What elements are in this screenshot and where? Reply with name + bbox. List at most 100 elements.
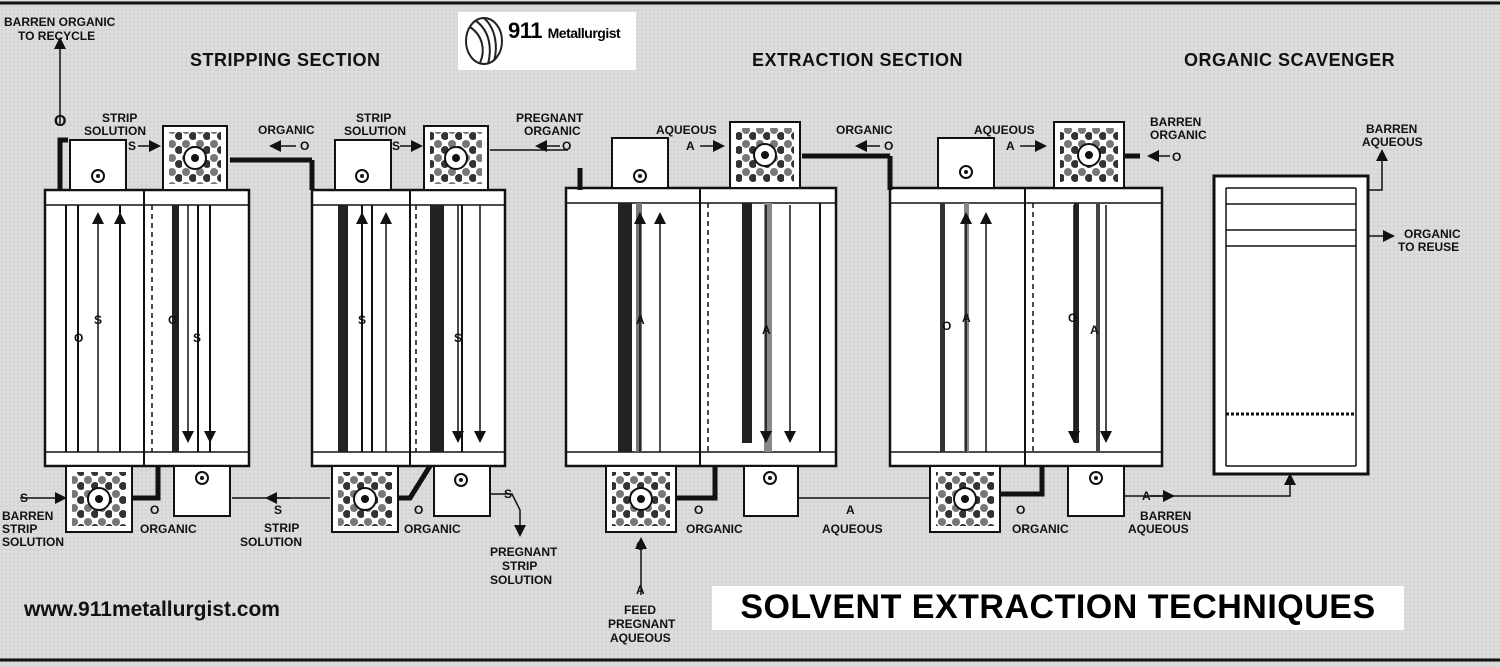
flow-letter-a-b2: A [1142, 489, 1151, 503]
flow-letter-o-t4b: O [1068, 311, 1077, 325]
flow-letter-a-t4b: A [1090, 323, 1099, 337]
organic-to-reuse-label-a: ORGANIC [1404, 227, 1461, 241]
logo-text: 911 Metallurgist [508, 18, 621, 44]
flow-letter-a-feed: A [636, 583, 645, 597]
flow-letter-s-t2b: S [454, 331, 462, 345]
unit-4-bottom-box-plain [1067, 465, 1125, 517]
small-flow-arrows [138, 140, 1175, 504]
organic-b3-label: ORGANIC [686, 522, 743, 536]
flow-letter-o-b1: O [150, 503, 159, 517]
flow-letter-o-b3: O [694, 503, 703, 517]
barren-organic-to-recycle-label-1: BARREN ORGANIC [4, 15, 116, 29]
flow-letter-o-b2: O [414, 503, 423, 517]
barren-organic-label-a: BARREN [1150, 115, 1201, 129]
flow-letter-s-1: S [128, 139, 136, 153]
barren-strip-solution-label-a: BARREN [2, 509, 53, 523]
website-url: www.911metallurgist.com [24, 598, 280, 621]
unit-2-top-mixer [423, 125, 489, 191]
flow-letter-o-3: O [884, 139, 893, 153]
aqueous-b-label: AQUEOUS [822, 522, 883, 536]
flow-letter-o-4: O [1172, 150, 1181, 164]
unit-3-bottom-box-plain [743, 465, 799, 517]
strip-solution-2-label-a: STRIP [356, 111, 391, 125]
unit-4-bottom-mixer [929, 465, 1001, 533]
aqueous-2-label: AQUEOUS [974, 123, 1035, 137]
strip-solution-1-label-b: SOLUTION [84, 124, 146, 138]
barren-aqueous-b-label-b: AQUEOUS [1128, 522, 1189, 536]
flow-letter-a-t3: A [636, 313, 645, 327]
flow-letter-o-1: O [300, 139, 309, 153]
unit-1-top-mixer [162, 125, 228, 191]
flow-letter-o-2: O [562, 139, 571, 153]
unit-1-bottom-mixer [65, 465, 133, 533]
flow-letter-a-1: A [686, 139, 695, 153]
barren-organic-to-recycle-label-2: TO RECYCLE [18, 29, 95, 43]
organic-b4-label: ORGANIC [1012, 522, 1069, 536]
unit-2-top-box-plain [334, 139, 392, 191]
flow-letter-o-feed: O [636, 539, 645, 553]
strip-solution-b-label-b: SOLUTION [240, 535, 302, 549]
unit-3-bottom-mixer [605, 465, 677, 533]
flow-letter-a-t4: A [962, 311, 971, 325]
flow-pipes [20, 37, 1395, 595]
barren-organic-label-b: ORGANIC [1150, 128, 1207, 142]
feed-pregnant-aqueous-label-a: FEED [624, 603, 656, 617]
feed-pregnant-aqueous-label-b: PREGNANT [608, 617, 676, 631]
flow-letter-s-t1b: S [193, 331, 201, 345]
feed-pregnant-aqueous-label-c: AQUEOUS [610, 631, 671, 645]
flow-letter-o-t4: O [942, 319, 951, 333]
stripping-unit-2 [310, 188, 507, 468]
organic-b2-label: ORGANIC [404, 522, 461, 536]
unit-3-top-mixer [729, 121, 801, 189]
pregnant-strip-solution-label-c: SOLUTION [490, 573, 552, 587]
barren-strip-solution-label-c: SOLUTION [2, 535, 64, 549]
organic-to-reuse-label-b: TO REUSE [1398, 240, 1459, 254]
unit-2-bottom-box-plain [433, 465, 491, 517]
flow-letter-o-recycle: O [54, 113, 66, 130]
extraction-section-heading: EXTRACTION SECTION [752, 50, 963, 70]
barren-aqueous-top-label-b: AQUEOUS [1362, 135, 1423, 149]
title-banner: SOLVENT EXTRACTION TECHNIQUES [712, 586, 1404, 630]
diagram-title: SOLVENT EXTRACTION TECHNIQUES [740, 588, 1376, 626]
flow-letter-s-t2: S [358, 313, 366, 327]
barren-strip-solution-label-b: STRIP [2, 522, 37, 536]
site-logo: 911 Metallurgist [458, 12, 636, 70]
organic-b1-label: ORGANIC [140, 522, 197, 536]
logo-name: Metallurgist [547, 25, 621, 41]
organic-scavenger-heading: ORGANIC SCAVENGER [1184, 50, 1395, 70]
flow-letter-o-b4: O [1016, 503, 1025, 517]
strip-solution-1-label-a: STRIP [102, 111, 137, 125]
globe-logo-icon [465, 17, 503, 65]
flow-letter-s-t1: S [94, 313, 102, 327]
barren-aqueous-top-label-a: BARREN [1366, 122, 1417, 136]
extraction-unit-1 [564, 186, 838, 468]
pregnant-strip-solution-label-b: STRIP [502, 559, 537, 573]
unit-1-bottom-box-plain [173, 465, 231, 517]
stripping-unit-1 [43, 188, 251, 468]
organic-scavenger-tank [1212, 174, 1370, 476]
flow-letter-s-2: S [392, 139, 400, 153]
pregnant-organic-label-b: ORGANIC [524, 124, 581, 138]
extraction-unit-2 [888, 186, 1164, 468]
organic-2-label: ORGANIC [836, 123, 893, 137]
flow-letter-s-b2: S [504, 487, 512, 501]
unit-4-top-box-plain [937, 137, 995, 189]
flow-letter-s-b0: S [20, 491, 28, 505]
logo-number: 911 [508, 18, 543, 43]
pregnant-organic-label-a: PREGNANT [516, 111, 584, 125]
flow-letter-a-b1: A [846, 503, 855, 517]
unit-1-top-box-plain [69, 139, 127, 191]
aqueous-1-label: AQUEOUS [656, 123, 717, 137]
flow-letter-o-t1: O [74, 331, 83, 345]
barren-aqueous-b-label-a: BARREN [1140, 509, 1191, 523]
flow-letter-o-t1b: O [168, 313, 177, 327]
flow-letter-a-t3b: A [762, 323, 771, 337]
stripping-section-heading: STRIPPING SECTION [190, 50, 381, 70]
flow-letter-s-b1: S [274, 503, 282, 517]
unit-3-top-box-plain [611, 137, 669, 189]
pregnant-strip-solution-label-a: PREGNANT [490, 545, 558, 559]
strip-solution-2-label-b: SOLUTION [344, 124, 406, 138]
unit-4-top-mixer [1053, 121, 1125, 189]
organic-1-label: ORGANIC [258, 123, 315, 137]
